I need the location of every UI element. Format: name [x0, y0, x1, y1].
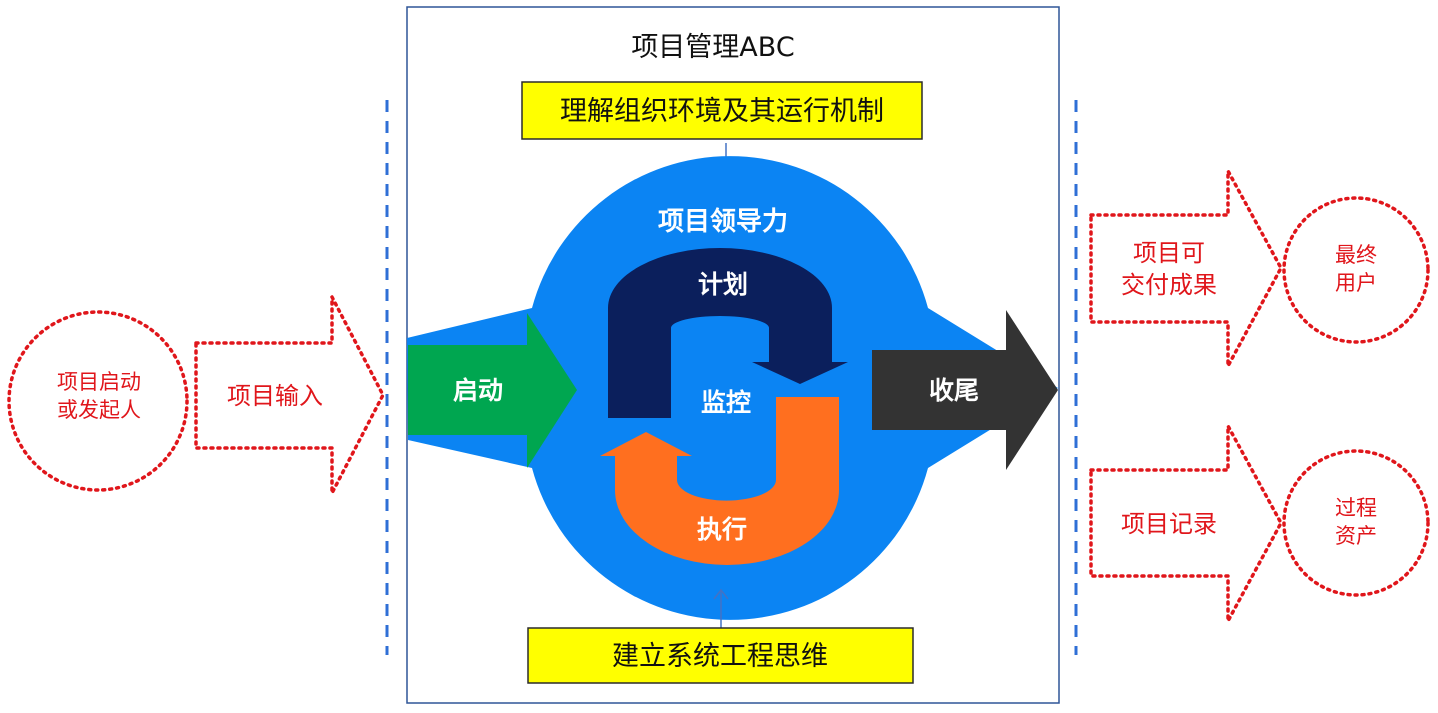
deliverable-label-line1: 项目可 [1133, 239, 1205, 267]
top-box-text: 理解组织环境及其运行机制 [560, 96, 884, 127]
close-arrow [872, 310, 1058, 470]
initiator-label-line2: 或发起人 [57, 398, 141, 422]
end-user-circle [1282, 196, 1430, 344]
end-user-label-line2: 用户 [1335, 271, 1377, 295]
top-yellow-box [521, 81, 923, 140]
initiator-label-line1: 项目启动 [57, 370, 141, 394]
bottom-yellow-box [527, 627, 914, 684]
leadership-circle [407, 156, 1058, 620]
initiator-circle [7, 310, 189, 492]
frame-title: 项目管理ABC [631, 32, 794, 63]
plan-label: 计划 [698, 270, 748, 299]
plan-arrow [608, 248, 848, 418]
arrow-up-icon [713, 588, 729, 628]
process-asset-label-line1: 过程 [1335, 496, 1377, 520]
close-label: 收尾 [929, 376, 979, 405]
bottom-box-text: 建立系统工程思维 [612, 641, 828, 672]
record-label: 项目记录 [1121, 510, 1217, 538]
deliverable-label-line2: 交付成果 [1121, 271, 1217, 299]
end-user-label-line1: 最终 [1335, 243, 1377, 267]
start-arrow [408, 313, 577, 468]
execute-label: 执行 [697, 515, 747, 544]
deliverable-arrow [1089, 169, 1283, 368]
process-asset-circle [1282, 449, 1430, 597]
process-asset-label-line2: 资产 [1335, 524, 1377, 548]
project-input-arrow [194, 295, 385, 495]
central-frame [406, 6, 1060, 704]
leadership-label: 项目领导力 [658, 206, 788, 237]
record-arrow [1089, 424, 1283, 623]
execute-arrow [600, 397, 839, 565]
monitor-label: 监控 [701, 388, 751, 417]
start-label: 启动 [453, 376, 503, 405]
project-input-label: 项目输入 [227, 382, 323, 410]
